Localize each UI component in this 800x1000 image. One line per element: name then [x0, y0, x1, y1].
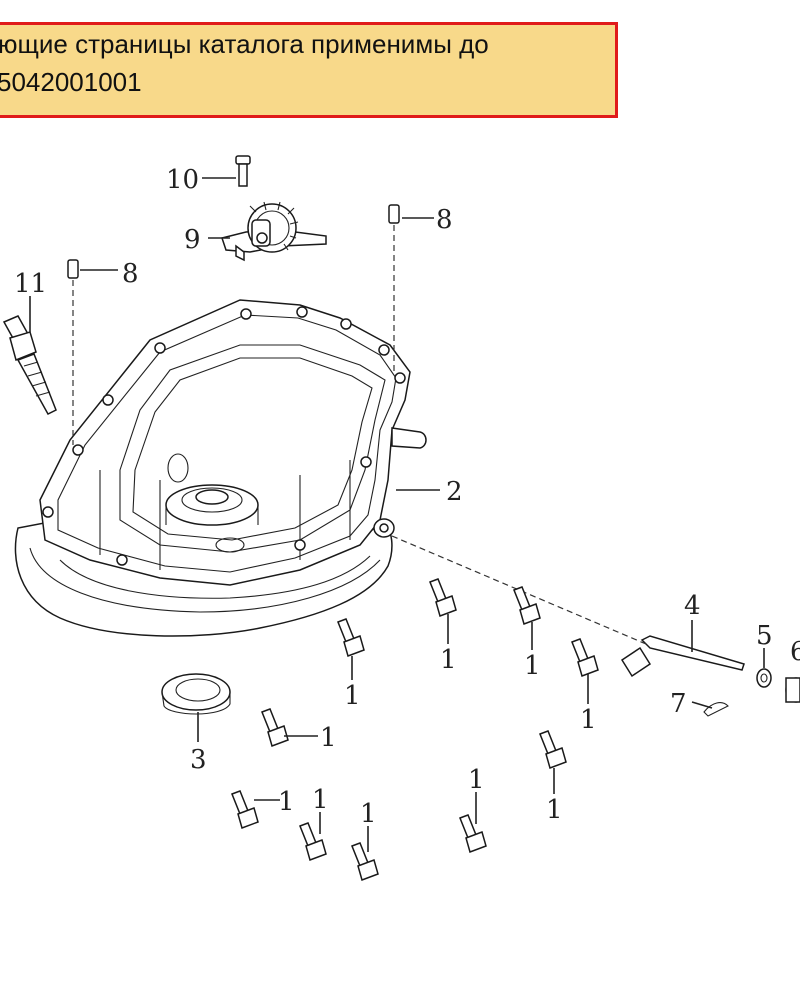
callout-8-right: 8	[436, 205, 453, 235]
bolt-1-i	[351, 842, 379, 881]
callout-1-e: 1	[320, 723, 337, 753]
callout-labels: 10 9 8 8 11 2 4 5 6 7 3 1 1 1 1 1 1 1 1 …	[14, 165, 800, 829]
callout-10: 10	[166, 165, 199, 195]
bolt-1-e	[261, 708, 289, 747]
dowel-pin-part-8-left	[67, 259, 79, 445]
clip-pin-part-7	[703, 702, 729, 717]
dowel-pin-part-8-right	[388, 204, 400, 372]
callout-1-i: 1	[360, 799, 377, 829]
callout-1-j: 1	[468, 765, 485, 795]
callout-1-f: 1	[546, 795, 563, 825]
oil-seal-part-3	[161, 673, 231, 715]
notice-text-line-1: ующие страницы каталога применимы до	[0, 29, 489, 59]
callout-8-left: 8	[122, 259, 139, 289]
bolts-part-1	[231, 578, 599, 881]
flange-bolt-holes	[42, 306, 406, 566]
bolt-1-f	[539, 730, 567, 769]
washer-part-5	[756, 668, 772, 688]
bushing-part-6	[785, 677, 800, 703]
flange-bolt-part-10	[235, 155, 251, 187]
callout-11: 11	[14, 269, 47, 299]
bolt-1-c	[513, 586, 541, 625]
callout-1-h: 1	[312, 785, 329, 815]
callout-9: 9	[184, 225, 201, 255]
callout-2: 2	[446, 477, 463, 507]
callout-6: 6	[790, 637, 800, 667]
callout-1-b: 1	[440, 645, 457, 675]
callout-1-g: 1	[278, 787, 295, 817]
callout-1-c: 1	[524, 651, 541, 681]
bolt-1-b	[429, 578, 457, 617]
callout-3: 3	[190, 745, 207, 775]
callout-1-a: 1	[344, 681, 361, 711]
oil-plug-part-11	[2, 315, 57, 415]
callout-4: 4	[684, 591, 701, 621]
bolt-1-j	[459, 814, 487, 853]
callout-5: 5	[756, 621, 773, 651]
notice-text-line-2: 5042001001	[0, 67, 142, 97]
governor-assembly-part-9	[221, 201, 327, 262]
governor-arm-shaft-part-4	[391, 535, 745, 678]
leader-lines	[29, 177, 765, 852]
crankcase-cover-part-2	[14, 299, 427, 637]
bolt-1-a	[337, 618, 365, 657]
bolt-1-g	[231, 790, 259, 829]
callout-1-d: 1	[580, 705, 597, 735]
bolt-1-h	[299, 822, 327, 861]
callout-7: 7	[670, 689, 687, 719]
catalog-notice-banner: ующие страницы каталога применимы до 504…	[0, 22, 618, 118]
bolt-1-d	[571, 638, 599, 677]
